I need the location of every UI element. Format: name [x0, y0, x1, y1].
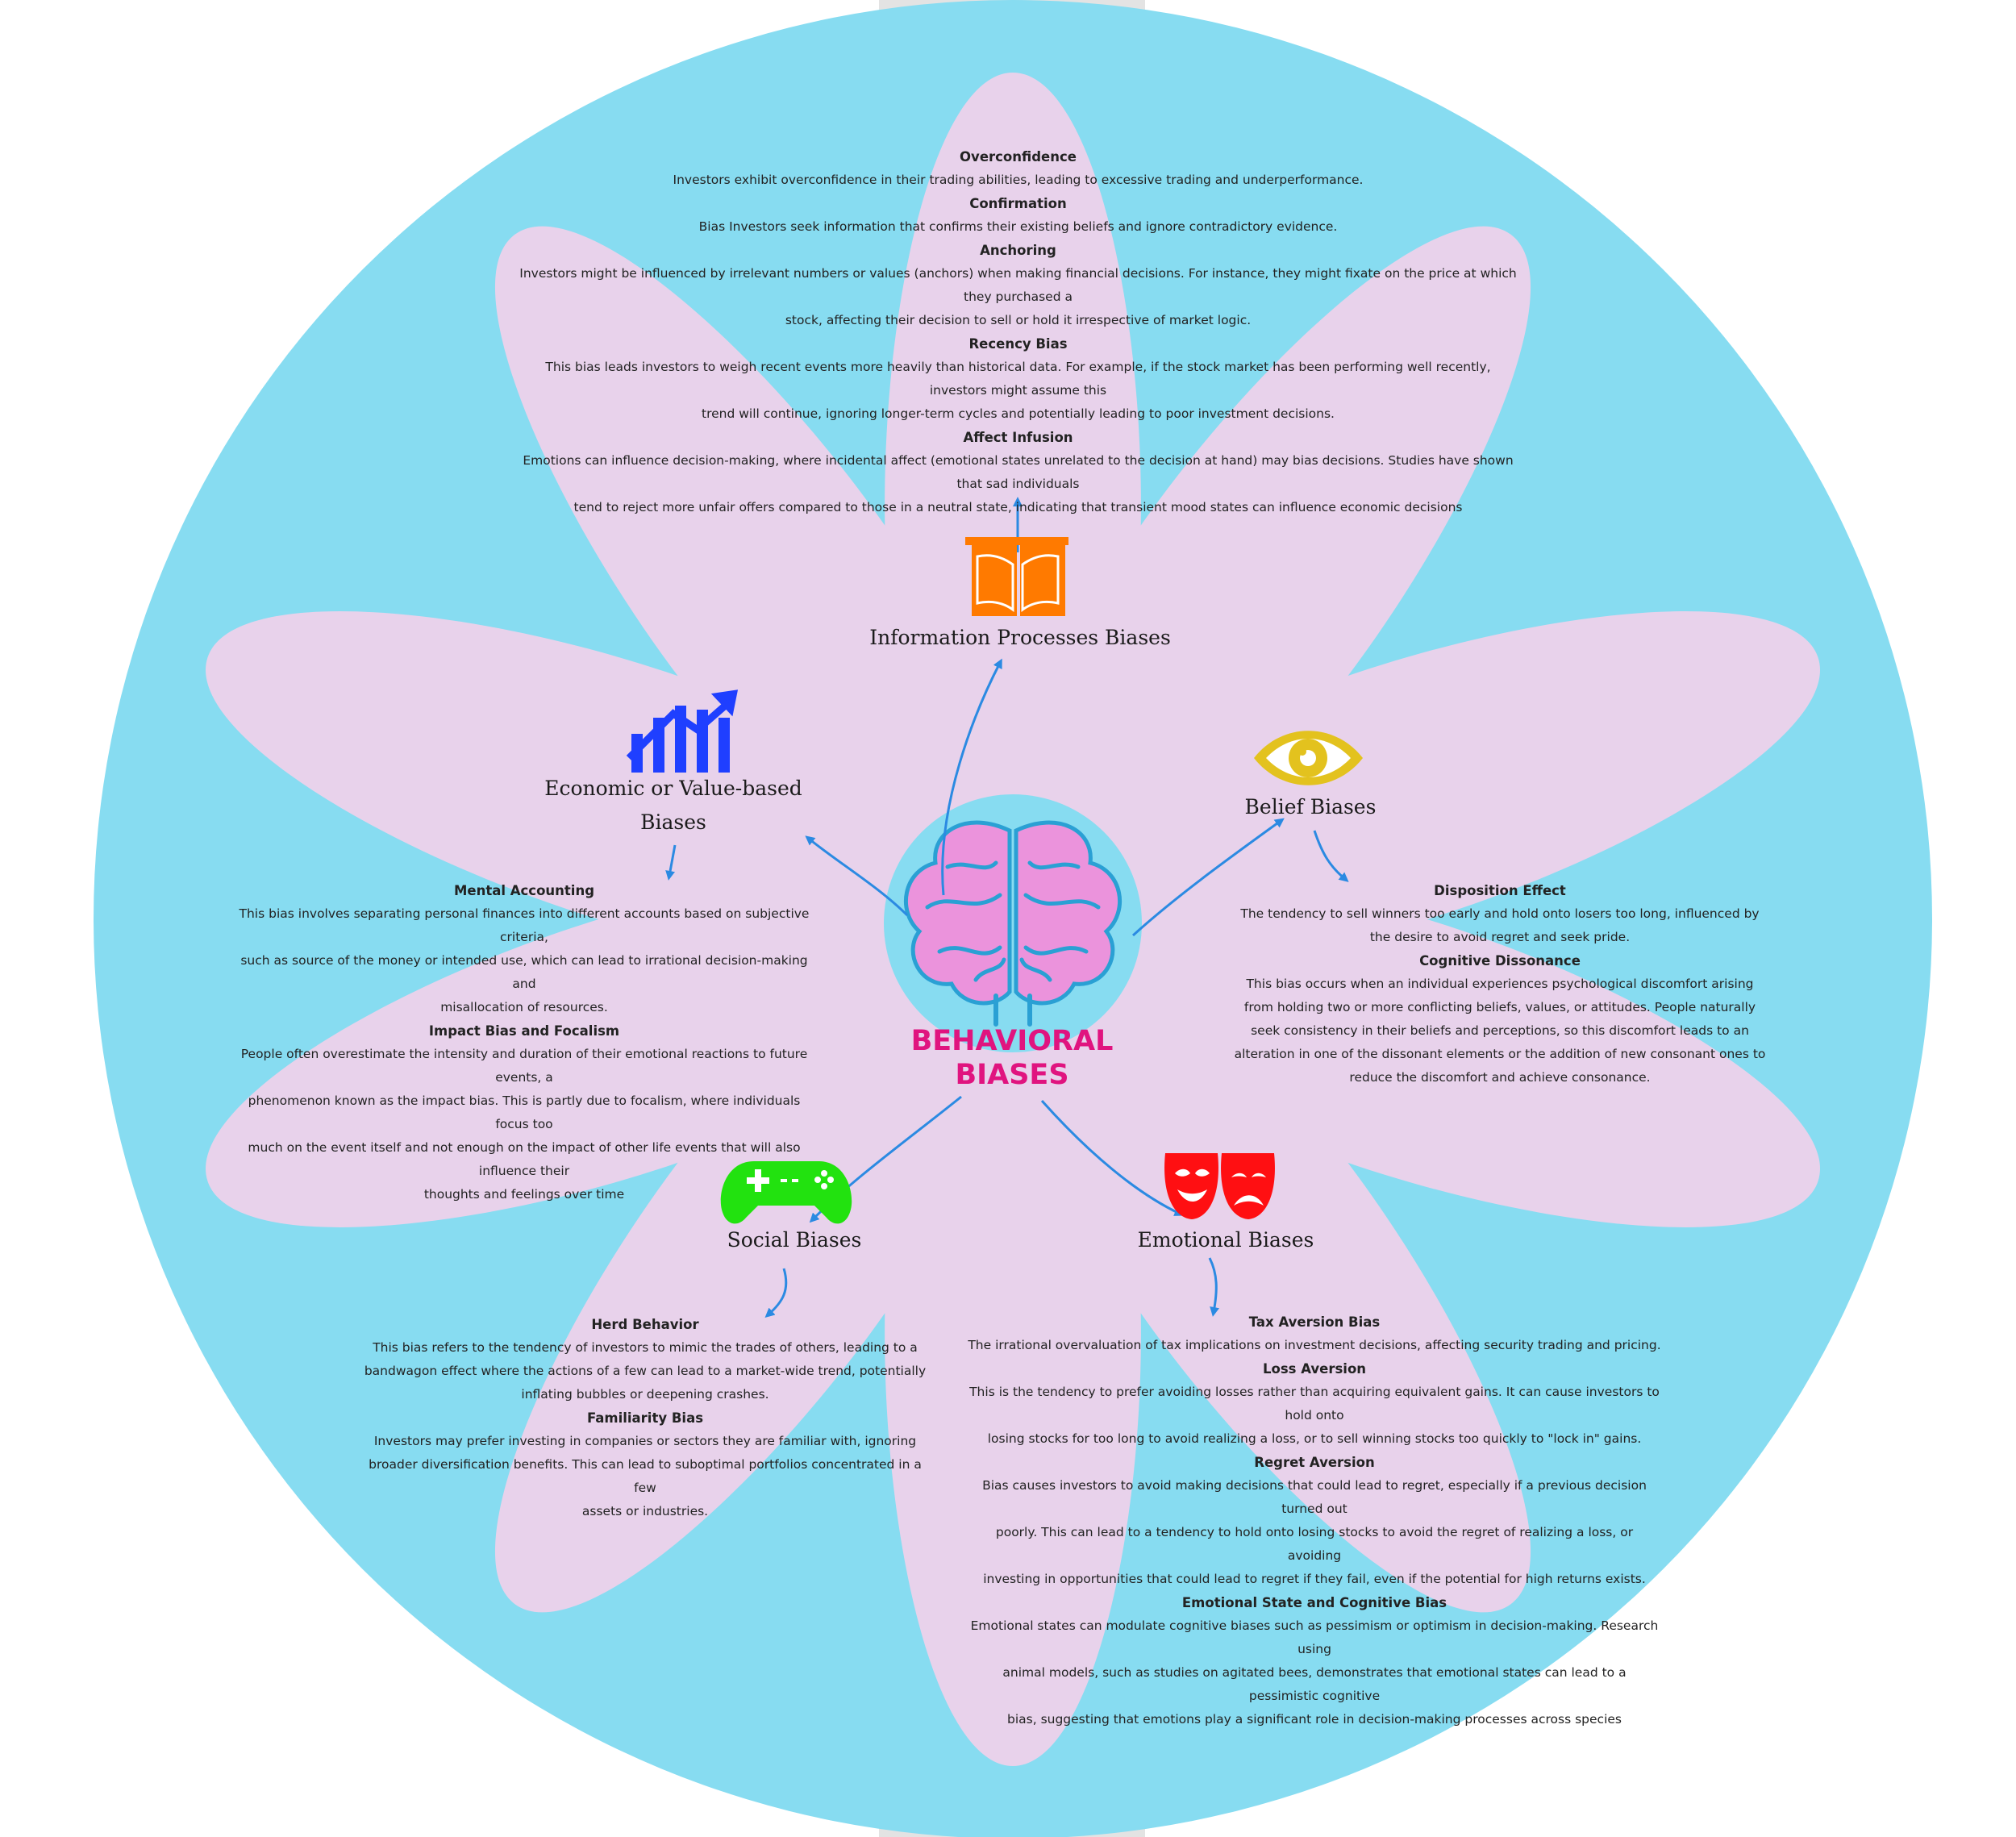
bias-title: Impact Bias and Focalism	[428, 1023, 620, 1039]
bias-title: Mental Accounting	[453, 883, 595, 898]
arrow-to-info	[941, 658, 1002, 896]
category-belief-label: Belief Biases	[1244, 795, 1377, 819]
petal-bottom-right-2	[1001, 918, 1531, 1613]
bias-description-line: This is the tendency to prefer avoiding …	[969, 1385, 1660, 1423]
bias-title: Confirmation	[969, 196, 1067, 211]
category-social-label: Social Biases	[727, 1228, 862, 1252]
bias-description-line: animal models, such as studies on agitat…	[1002, 1665, 1627, 1703]
bias-title: Herd Behavior	[591, 1317, 699, 1332]
bias-description-line: This bias leads investors to weigh recen…	[545, 360, 1491, 398]
brain-icon	[884, 794, 1142, 1052]
bias-description-line: phenomenon known as the impact bias. Thi…	[248, 1093, 801, 1131]
bias-title: Recency Bias	[968, 336, 1068, 352]
category-econ-line2: Biases	[640, 810, 706, 834]
bias-description-line: misallocation of resources.	[440, 1000, 608, 1014]
arrow-belief-down	[1313, 830, 1349, 882]
petal-top-left	[495, 226, 1025, 920]
petal-bottom-left	[495, 918, 1025, 1613]
bias-description-line: bias, suggesting that emotions play a si…	[1007, 1712, 1622, 1727]
bias-title: Familiarity Bias	[586, 1410, 704, 1426]
bias-description-line: The tendency to sell winners too early a…	[1240, 906, 1760, 921]
bias-title: Overconfidence	[960, 149, 1077, 165]
book-icon	[965, 537, 1068, 616]
bias-title: Affect Infusion	[963, 430, 1073, 445]
petal-right	[1013, 611, 1820, 964]
bias-description-line: bandwagon effect where the actions of a …	[364, 1364, 927, 1378]
bias-description-line: losing stocks for too long to avoid real…	[987, 1431, 1642, 1446]
bias-description-line: People often overestimate the intensity …	[240, 1047, 808, 1085]
central-title-line2: BIASES	[955, 1059, 1069, 1091]
petal-top-right	[1001, 226, 1531, 920]
bias-title: Loss Aversion	[1262, 1361, 1367, 1377]
bias-description-line: such as source of the money or intended …	[240, 953, 808, 991]
bias-description-line: The irrational overvaluation of tax impl…	[968, 1338, 1661, 1352]
arrow-econ-down	[665, 844, 677, 881]
flower-petals	[206, 73, 1820, 1766]
eye-icon	[1254, 731, 1363, 785]
theater-masks-icon	[1164, 1153, 1275, 1219]
bias-description-line: This bias occurs when an individual expe…	[1246, 977, 1754, 991]
arrow-emotional-down	[1208, 1257, 1219, 1317]
bias-title: Tax Aversion Bias	[1248, 1314, 1381, 1330]
petal-left	[206, 611, 1013, 964]
bias-description-line: Investors may prefer investing in compan…	[373, 1434, 917, 1448]
bias-description-line: seek consistency in their beliefs and pe…	[1251, 1023, 1749, 1038]
bias-description-line: reduce the discomfort and achieve conson…	[1349, 1070, 1651, 1085]
bias-title: Emotional State and Cognitive Bias	[1181, 1595, 1447, 1610]
bias-title: Disposition Effect	[1434, 883, 1566, 898]
bias-description-line: This bias refers to the tendency of inve…	[373, 1340, 918, 1355]
bias-description-line: tend to reject more unfair offers compar…	[573, 500, 1463, 514]
arrow-to-belief	[1131, 818, 1285, 937]
gamepad-icon	[720, 1161, 852, 1224]
arrow-social-down	[764, 1268, 788, 1318]
bias-description-line: alteration in one of the dissonant eleme…	[1234, 1047, 1766, 1061]
category-emotional-label: Emotional Biases	[1137, 1228, 1314, 1252]
central-title-line1: BEHAVIORAL	[910, 1025, 1114, 1057]
bias-description-line: broader diversification benefits. This c…	[369, 1457, 922, 1495]
bias-description-line: stock, affecting their decision to sell …	[785, 313, 1252, 327]
bias-description-line: investing in opportunities that could le…	[983, 1572, 1646, 1586]
bias-description-line: from holding two or more conflicting bel…	[1243, 1000, 1756, 1014]
bias-description-line: Emotions can influence decision-making, …	[523, 453, 1514, 491]
bias-description-line: Emotional states can modulate cognitive …	[970, 1618, 1659, 1656]
bias-description-line: thoughts and feelings over time	[423, 1187, 625, 1202]
bias-title: Anchoring	[980, 243, 1056, 258]
bias-title: Cognitive Dissonance	[1419, 953, 1581, 968]
bias-description-line: Bias Investors seek information that con…	[698, 219, 1338, 234]
arrow-to-econ	[805, 835, 909, 917]
bias-description-line: poorly. This can lead to a tendency to h…	[995, 1525, 1634, 1563]
category-econ-label: Economic or Value-based Biases	[516, 772, 831, 839]
category-info-label: Information Processes Biases	[869, 626, 1171, 649]
petal-left-2	[206, 874, 1013, 1227]
bias-description-line: Bias causes investors to avoid making de…	[982, 1478, 1647, 1516]
category-econ-line1: Economic or Value-based	[544, 777, 802, 800]
arrow-to-emotional	[1040, 1100, 1185, 1216]
rising-bar-chart-icon	[626, 689, 739, 773]
connector-arrows	[665, 497, 1349, 1318]
bias-description-line: assets or industries.	[581, 1504, 709, 1518]
bias-description-line: much on the event itself and not enough …	[248, 1140, 801, 1178]
bias-description-line: inflating bubbles or deepening crashes.	[521, 1387, 769, 1402]
bias-title: Regret Aversion	[1254, 1455, 1375, 1470]
bias-description-line: Investors might be influenced by irrelev…	[519, 266, 1517, 304]
petal-bottom-right	[1013, 874, 1820, 1227]
central-title: BEHAVIORAL BIASES	[887, 1024, 1137, 1092]
bias-description-line: Investors exhibit overconfidence in thei…	[673, 173, 1364, 187]
bias-description-line: the desire to avoid regret and seek prid…	[1369, 930, 1631, 944]
bias-description-line: This bias involves separating personal f…	[239, 906, 810, 944]
bias-description-line: trend will continue, ignoring longer-ter…	[702, 406, 1335, 421]
